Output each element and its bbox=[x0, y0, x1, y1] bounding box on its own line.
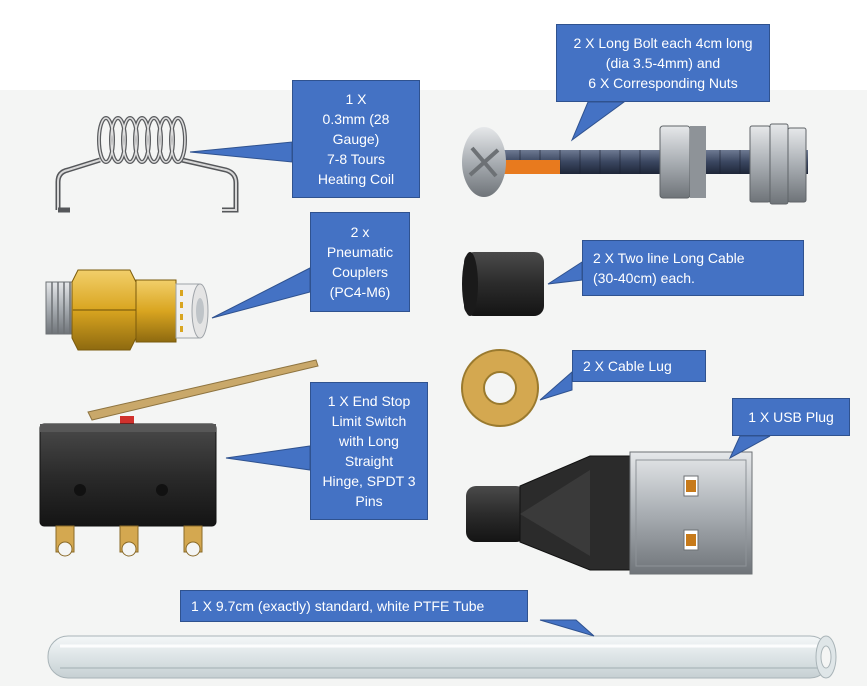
callout-line: Couplers bbox=[331, 264, 389, 280]
callout-line: with Long bbox=[339, 433, 399, 449]
callout-line: 2 x bbox=[350, 224, 370, 240]
pointer-end-stop bbox=[225, 445, 311, 471]
pointer-bolt bbox=[570, 101, 626, 142]
callout-bolt: 2 X Long Bolt each 4cm long (dia 3.5-4mm… bbox=[556, 24, 770, 102]
callout-line: (PC4-M6) bbox=[329, 284, 391, 300]
callout-line: 0.3mm (28 bbox=[322, 111, 390, 127]
pointer-couplers bbox=[211, 267, 311, 319]
bolt-with-nuts bbox=[462, 123, 808, 205]
callout-line: 6 X Corresponding Nuts bbox=[588, 75, 738, 91]
callout-line: Limit Switch bbox=[331, 413, 407, 429]
callout-line: 1 X 9.7cm (exactly) standard, white PTFE… bbox=[191, 598, 485, 614]
background-panel bbox=[0, 90, 867, 686]
callout-line: 1 X End Stop bbox=[327, 393, 411, 409]
callout-line: Pins bbox=[355, 493, 383, 509]
callout-line: Straight bbox=[344, 453, 394, 469]
callout-line: Pneumatic bbox=[326, 244, 394, 260]
callout-line: (30-40cm) each. bbox=[593, 270, 695, 286]
callout-cable-lug: 2 X Cable Lug bbox=[572, 350, 706, 382]
callout-couplers: 2 x Pneumatic Couplers (PC4-M6) bbox=[310, 212, 410, 312]
callout-line: Heating Coil bbox=[317, 171, 395, 187]
pointer-ptfe bbox=[539, 619, 595, 637]
callout-heating-coil: 1 X 0.3mm (28 Gauge) 7-8 Tours Heating C… bbox=[292, 80, 420, 198]
usb-plug bbox=[466, 451, 753, 575]
callout-pointers bbox=[189, 101, 771, 637]
pointer-usb bbox=[728, 435, 771, 460]
callout-line: (dia 3.5-4mm) and bbox=[605, 55, 721, 71]
pointer-cable bbox=[547, 261, 583, 285]
callout-line: 7-8 Tours bbox=[326, 151, 386, 167]
callout-line: Gauge) bbox=[332, 131, 380, 147]
cable-lug bbox=[461, 349, 539, 427]
pneumatic-coupler bbox=[45, 269, 209, 351]
callout-line: 1 X bbox=[345, 91, 367, 107]
callout-ptfe-tube: 1 X 9.7cm (exactly) standard, white PTFE… bbox=[180, 590, 528, 622]
callout-line: 1 X USB Plug bbox=[748, 409, 834, 425]
callout-cable: 2 X Two line Long Cable (30-40cm) each. bbox=[582, 240, 804, 296]
callout-usb-plug: 1 X USB Plug bbox=[732, 398, 850, 436]
callout-line: 2 X Long Bolt each 4cm long bbox=[573, 35, 753, 51]
callout-end-stop: 1 X End Stop Limit Switch with Long Stra… bbox=[310, 382, 428, 520]
heating-coil bbox=[55, 116, 239, 213]
pointer-heating-coil bbox=[189, 141, 293, 163]
end-stop-switch bbox=[39, 359, 319, 557]
callout-line: Hinge, SPDT 3 bbox=[322, 473, 416, 489]
callout-line: 2 X Two line Long Cable bbox=[593, 250, 745, 266]
cable-sleeve bbox=[462, 252, 544, 316]
ptfe-tube bbox=[47, 635, 837, 679]
callout-line: 2 X Cable Lug bbox=[583, 358, 672, 374]
pointer-cable-lug bbox=[539, 370, 573, 401]
